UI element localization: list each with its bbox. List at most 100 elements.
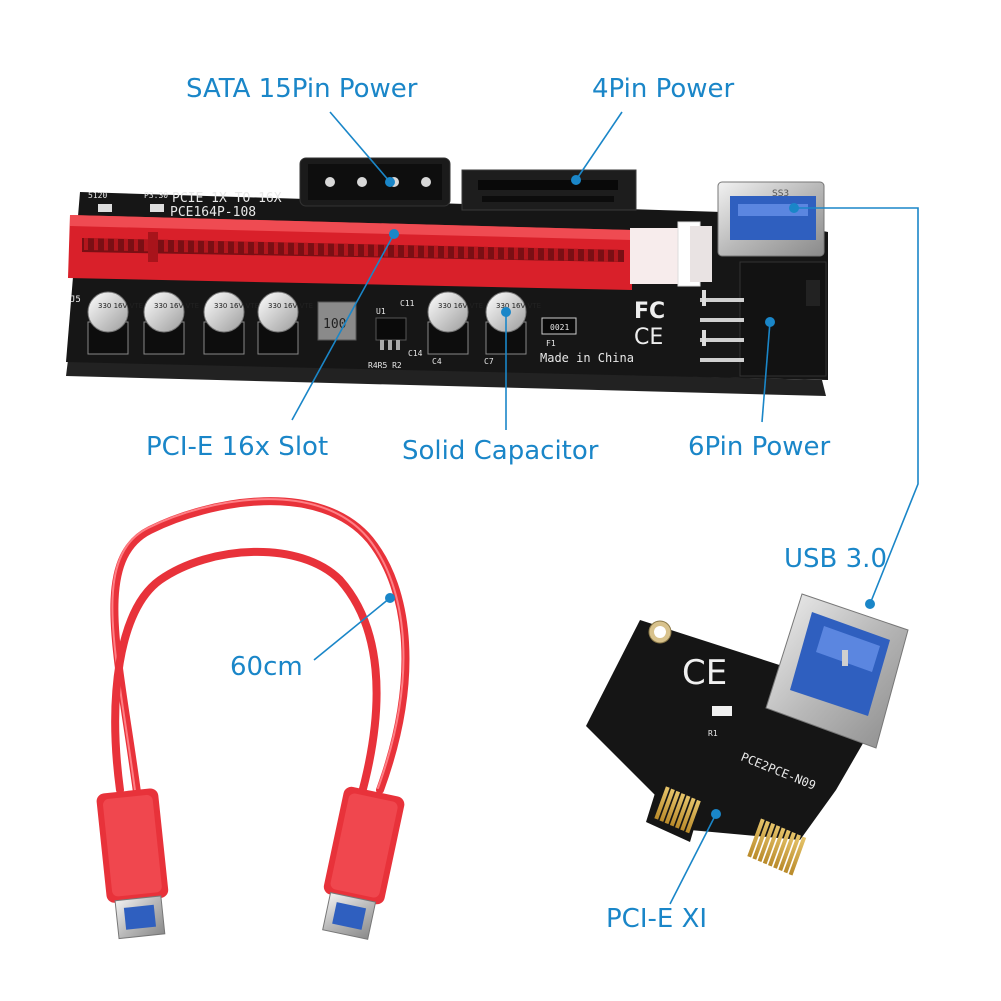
capacitor-label: 330 16V VTE [496, 302, 541, 310]
capacitor-label: 330 16V VTE [154, 302, 199, 310]
gold-fingers-b [747, 818, 807, 876]
slot-contact [264, 241, 268, 254]
finger [659, 788, 675, 822]
slot-contact [284, 242, 288, 255]
callout-dot-16x [389, 229, 399, 239]
gold-fingers-a [654, 786, 701, 834]
slot-contact [554, 248, 558, 261]
slot-teeth [84, 238, 618, 262]
slot-contact [204, 240, 208, 253]
finger [669, 793, 686, 827]
finger [680, 797, 696, 831]
label-60cm: 60cm [230, 652, 303, 682]
finger [767, 827, 786, 867]
label-pcie-16x-slot: PCI-E 16x Slot [146, 432, 329, 462]
label-usb3: USB 3.0 [784, 544, 887, 574]
callout-dot-x1 [711, 809, 721, 819]
slot-contact [184, 240, 188, 253]
slot-latch [630, 221, 712, 287]
callout-dot-60cm [385, 593, 395, 603]
slot-contact [414, 245, 418, 258]
silk-c7: C7 [484, 357, 494, 366]
slot-contact [174, 239, 178, 252]
capacitor: 330 16V VTE [203, 291, 259, 355]
silk-u1: U1 [376, 307, 386, 316]
callout-usb [794, 207, 919, 605]
slot-contact [614, 249, 618, 262]
slot-contact [344, 243, 348, 256]
callout-dot-capacitor [501, 307, 511, 317]
riser-board: PCIE 1X TO 16X PCE164P-108 5120 P3.30 J5… [66, 157, 828, 396]
finger [762, 825, 781, 865]
slot-contact [514, 247, 518, 260]
capacitor: 330 16V VTE [87, 291, 143, 355]
slot-contact [244, 241, 248, 254]
usb-plug-right [322, 786, 405, 940]
fc-mark: FC [634, 299, 665, 324]
slot-contact [224, 241, 228, 254]
label-solid-capacitor: Solid Capacitor [402, 436, 599, 466]
riser-usb-port: SS3 [717, 181, 825, 257]
pcie-16x-slot [68, 215, 632, 290]
callout-dot-6pin [765, 317, 775, 327]
six-pin-connector [700, 261, 827, 377]
slot-contact [294, 242, 298, 255]
slot-contact [434, 245, 438, 258]
slot-contact [84, 238, 88, 250]
slot-contact [304, 242, 308, 255]
callouts [291, 111, 919, 905]
slot-contact [594, 249, 598, 262]
slot-contact [274, 242, 278, 255]
slot-contact [534, 247, 538, 260]
silk-r1: R1 [708, 729, 718, 738]
slot-contact [364, 244, 368, 257]
inductor: 100 [317, 301, 357, 341]
silk-12v: 5120 [88, 191, 107, 200]
label-4pin-power: 4Pin Power [592, 74, 735, 104]
finger [747, 818, 765, 858]
slot-contact [94, 238, 98, 251]
slot-contact [444, 245, 448, 258]
callout-dot-4pin [571, 175, 581, 185]
adapter-usb-port [765, 593, 909, 749]
callout-x1 [669, 813, 717, 905]
slot-contact [104, 238, 108, 251]
label-pcie-x1: PCI-E XI [606, 904, 708, 934]
slot-contact [504, 247, 508, 260]
slot-contact [574, 248, 578, 261]
callout-dot-sata [385, 177, 395, 187]
silk-f1: F1 [546, 339, 556, 348]
slot-contact [494, 247, 498, 260]
slot-contact [544, 248, 548, 261]
silk-c11: C11 [400, 299, 415, 308]
slot-contact [164, 239, 168, 252]
slot-contact [474, 246, 478, 259]
slot-contact [314, 243, 318, 256]
silk-33v: P3.30 [144, 191, 168, 200]
pcie-x1-adapter: CE PCE2PCE-N09 R1 [586, 593, 909, 876]
sata-connector [461, 169, 637, 211]
callout-16x [291, 233, 395, 421]
fuse [541, 317, 577, 335]
slot-contact [194, 240, 198, 253]
callout-4pin [575, 111, 623, 181]
label-6pin-power: 6Pin Power [688, 432, 831, 462]
capacitor: 330 16V VTE [427, 291, 483, 355]
capacitor-label: 330 16V VTE [214, 302, 259, 310]
slot-contact [484, 246, 488, 259]
slot-contact [584, 249, 588, 261]
slot-contact [454, 246, 458, 259]
slot-contact [114, 238, 118, 251]
silk-j5: J5 [70, 295, 81, 305]
slot-contact [254, 241, 258, 254]
slot-contact [324, 243, 328, 256]
slot-contact [144, 239, 148, 252]
slot-contact [134, 239, 138, 252]
board-title-line1: PCIE 1X TO 16X [172, 191, 282, 206]
slot-contact [424, 245, 428, 258]
finger [788, 836, 807, 876]
callout-dot-usb-riser [789, 203, 799, 213]
usb-cable [96, 497, 410, 940]
ce-mark-adapter: CE [682, 653, 727, 693]
